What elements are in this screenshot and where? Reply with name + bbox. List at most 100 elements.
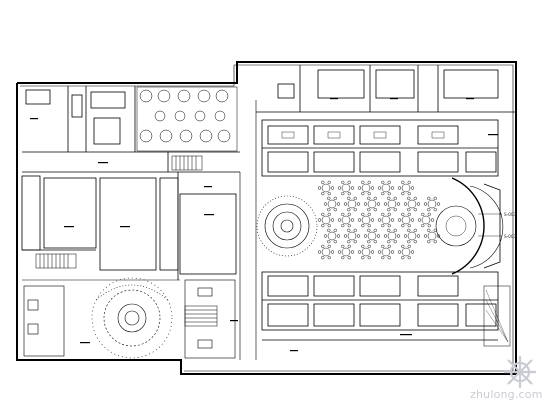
chair bbox=[397, 186, 402, 190]
callout-label-1: S-003 bbox=[504, 212, 516, 217]
chair bbox=[433, 228, 437, 232]
chair bbox=[356, 202, 361, 206]
dining-group-top bbox=[136, 86, 238, 152]
chair bbox=[350, 250, 355, 254]
chair bbox=[427, 224, 431, 228]
chair bbox=[407, 180, 411, 184]
chair bbox=[381, 224, 385, 228]
chair bbox=[347, 240, 351, 244]
chair bbox=[390, 250, 395, 254]
chair bbox=[333, 208, 337, 212]
chair bbox=[321, 224, 325, 228]
chair bbox=[327, 212, 331, 216]
room-tags bbox=[30, 98, 498, 352]
chair bbox=[341, 224, 345, 228]
chair bbox=[333, 240, 337, 244]
round-table bbox=[361, 247, 371, 257]
chair bbox=[387, 196, 391, 200]
round-table bbox=[401, 247, 411, 257]
round-table bbox=[367, 199, 377, 209]
chair bbox=[427, 212, 431, 216]
booths-top bbox=[261, 119, 499, 177]
chair bbox=[403, 234, 408, 238]
chair bbox=[387, 240, 391, 244]
chair bbox=[323, 234, 328, 238]
chair bbox=[427, 240, 431, 244]
watermark-logo bbox=[504, 356, 536, 388]
chair bbox=[383, 234, 388, 238]
chair bbox=[401, 244, 405, 248]
hall-tables bbox=[317, 180, 441, 260]
chair bbox=[347, 192, 351, 196]
chair bbox=[336, 234, 341, 238]
chair bbox=[341, 244, 345, 248]
chair bbox=[377, 186, 382, 190]
chair bbox=[427, 228, 431, 232]
chair bbox=[416, 234, 421, 238]
chair bbox=[423, 234, 428, 238]
chair bbox=[381, 212, 385, 216]
watermark-text: zhulong.com bbox=[470, 388, 543, 401]
chair bbox=[396, 202, 401, 206]
chair bbox=[387, 224, 391, 228]
chair bbox=[373, 240, 377, 244]
chair bbox=[433, 240, 437, 244]
chair bbox=[367, 244, 371, 248]
round-table bbox=[381, 183, 391, 193]
chair bbox=[370, 218, 375, 222]
chair bbox=[410, 218, 415, 222]
chair bbox=[347, 208, 351, 212]
chair bbox=[381, 192, 385, 196]
chair bbox=[393, 240, 397, 244]
chair bbox=[341, 256, 345, 260]
main-hall bbox=[256, 177, 504, 275]
chair bbox=[357, 186, 362, 190]
chair bbox=[356, 234, 361, 238]
round-table bbox=[321, 215, 331, 225]
chair bbox=[387, 228, 391, 232]
chair bbox=[381, 180, 385, 184]
chair bbox=[337, 218, 342, 222]
round-table bbox=[407, 231, 417, 241]
chair bbox=[337, 186, 342, 190]
round-table bbox=[401, 183, 411, 193]
chair bbox=[347, 180, 351, 184]
chair bbox=[347, 224, 351, 228]
chair bbox=[381, 244, 385, 248]
chair bbox=[387, 208, 391, 212]
chair bbox=[353, 208, 357, 212]
chair bbox=[363, 234, 368, 238]
chair bbox=[343, 202, 348, 206]
chair bbox=[367, 240, 371, 244]
left-middle-rooms bbox=[21, 152, 240, 280]
round-table bbox=[421, 215, 431, 225]
chair bbox=[353, 240, 357, 244]
chair bbox=[401, 192, 405, 196]
chair bbox=[381, 256, 385, 260]
stair bbox=[35, 155, 218, 327]
callout-label-2: S-003 bbox=[504, 234, 516, 239]
chair bbox=[367, 212, 371, 216]
chair bbox=[396, 234, 401, 238]
chair bbox=[347, 212, 351, 216]
chair bbox=[430, 218, 435, 222]
chair bbox=[403, 202, 408, 206]
chair bbox=[333, 228, 337, 232]
chair bbox=[407, 240, 411, 244]
chair bbox=[353, 228, 357, 232]
chair bbox=[393, 196, 397, 200]
chair bbox=[363, 202, 368, 206]
chair bbox=[401, 224, 405, 228]
chair bbox=[407, 192, 411, 196]
chair bbox=[413, 196, 417, 200]
round-table bbox=[341, 247, 351, 257]
chair bbox=[387, 244, 391, 248]
chair bbox=[347, 256, 351, 260]
chair bbox=[327, 192, 331, 196]
chair bbox=[341, 180, 345, 184]
round-table bbox=[321, 183, 331, 193]
chair bbox=[373, 196, 377, 200]
chair bbox=[413, 228, 417, 232]
round-table bbox=[361, 183, 371, 193]
